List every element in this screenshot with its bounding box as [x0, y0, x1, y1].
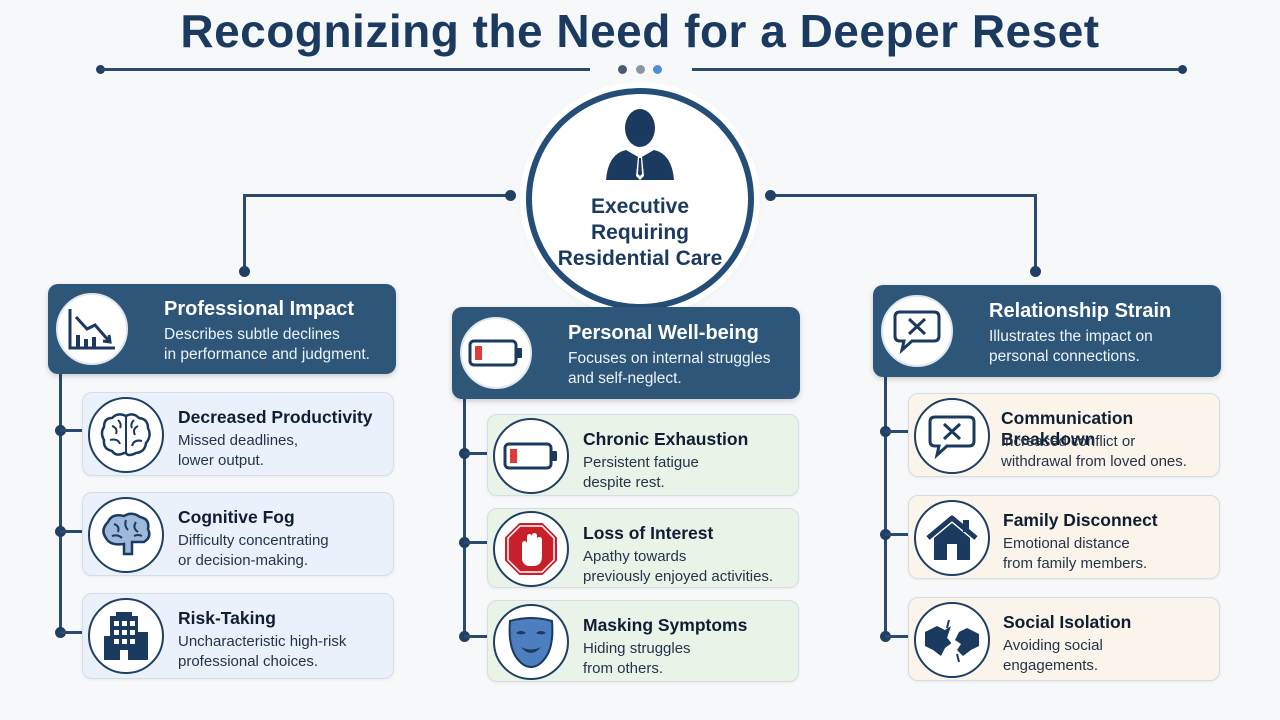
divider-dot-center-3 — [653, 65, 662, 74]
connector-left-start-dot — [505, 190, 516, 201]
stop-hand-icon — [493, 511, 569, 587]
card-description: Avoiding social engagements. — [1003, 637, 1103, 674]
connector-right-vertical — [1034, 194, 1037, 272]
branch-description: Describes subtle declines in performance… — [164, 326, 370, 363]
mask-icon — [493, 604, 569, 680]
card-risk-taking: Risk-Taking Uncharacteristic high-risk p… — [82, 593, 394, 679]
title-divider-right — [692, 68, 1182, 71]
branch-title: Personal Well-being — [568, 322, 759, 344]
card-communication-breakdown: Communication Breakdown Increased confli… — [908, 393, 1220, 477]
left-spine — [59, 370, 62, 634]
card-masking-symptoms: Masking Symptoms Hiding struggles from o… — [487, 600, 799, 682]
branch-description: Focuses on internal struggles and self-n… — [568, 350, 771, 387]
card-title: Communication Breakdown — [1001, 408, 1134, 449]
card-description: Emotional distance from family members. — [1003, 535, 1148, 572]
executive-person-icon — [606, 109, 674, 180]
card-description: Uncharacteristic high-risk professional … — [178, 633, 347, 670]
card-decreased-productivity: Decreased Productivity Missed deadlines,… — [82, 392, 394, 476]
connector-right-start-dot — [765, 190, 776, 201]
card-title: Social Isolation — [1003, 612, 1132, 632]
office-building-icon — [88, 598, 164, 674]
middle-tick-1 — [464, 452, 488, 455]
connector-right-horizontal — [770, 194, 1036, 197]
center-node: Executive Requiring Residential Care — [526, 88, 754, 310]
card-description: Apathy towards previously enjoyed activi… — [583, 548, 774, 585]
card-description: Persistent fatigue despite rest. — [583, 454, 699, 491]
right-tick-1 — [885, 430, 909, 433]
card-title: Chronic Exhaustion — [583, 429, 749, 449]
divider-dot-right — [1178, 65, 1187, 74]
branch-description: Illustrates the impact on personal conne… — [989, 328, 1153, 365]
card-title: Risk-Taking — [178, 608, 276, 628]
branch-header-professional-impact: Professional Impact Describes subtle dec… — [48, 284, 396, 374]
right-spine — [884, 374, 887, 638]
card-description: Difficulty concentrating or decision-mak… — [178, 532, 329, 569]
center-label: Executive Requiring Residential Care — [557, 195, 723, 270]
speech-bubble-x-icon — [914, 398, 990, 474]
low-battery-icon — [493, 418, 569, 494]
brain-icon — [88, 497, 164, 573]
branch-title: Relationship Strain — [989, 300, 1172, 322]
card-social-isolation: Social Isolation Avoiding social engagem… — [908, 597, 1220, 681]
broken-handshake-icon — [914, 602, 990, 678]
right-tick-2 — [885, 533, 909, 536]
right-tick-3 — [885, 635, 909, 638]
brain-icon — [88, 397, 164, 473]
connector-right-end-dot — [1030, 266, 1041, 277]
card-chronic-exhaustion: Chronic Exhaustion Persistent fatigue de… — [487, 414, 799, 496]
branch-header-relationship-strain: Relationship Strain Illustrates the impa… — [873, 285, 1221, 377]
connector-left-end-dot — [239, 266, 250, 277]
left-tick-3 — [60, 631, 84, 634]
card-description: Hiding struggles from others. — [583, 640, 691, 677]
left-tick-2 — [60, 530, 84, 533]
house-icon — [914, 500, 990, 576]
middle-spine — [463, 395, 466, 638]
card-title: Cognitive Fog — [178, 507, 295, 527]
connector-left-horizontal — [244, 194, 510, 197]
card-family-disconnect: Family Disconnect Emotional distance fro… — [908, 495, 1220, 579]
card-loss-of-interest: Loss of Interest Apathy towards previous… — [487, 508, 799, 588]
middle-tick-2 — [464, 541, 488, 544]
card-title: Family Disconnect — [1003, 510, 1158, 530]
middle-tick-3 — [464, 635, 488, 638]
card-description: Increased conflict or withdrawal from lo… — [1001, 433, 1187, 470]
declining-chart-icon — [56, 293, 128, 365]
branch-header-personal-well-being: Personal Well-being Focuses on internal … — [452, 307, 800, 399]
speech-bubble-x-icon — [881, 295, 953, 367]
branch-title: Professional Impact — [164, 298, 355, 320]
divider-dot-center-1 — [618, 65, 627, 74]
connector-left-vertical — [243, 194, 246, 272]
card-title: Loss of Interest — [583, 523, 714, 543]
title-divider-left — [100, 68, 590, 71]
card-title: Masking Symptoms — [583, 615, 748, 635]
page-title: Recognizing the Need for a Deeper Reset — [180, 5, 1100, 57]
card-cognitive-fog: Cognitive Fog Difficulty concentrating o… — [82, 492, 394, 576]
low-battery-icon — [460, 317, 532, 389]
card-title: Decreased Productivity — [178, 407, 373, 427]
card-description: Missed deadlines, lower output. — [178, 432, 299, 469]
divider-dot-center-2 — [636, 65, 645, 74]
left-tick-1 — [60, 429, 84, 432]
